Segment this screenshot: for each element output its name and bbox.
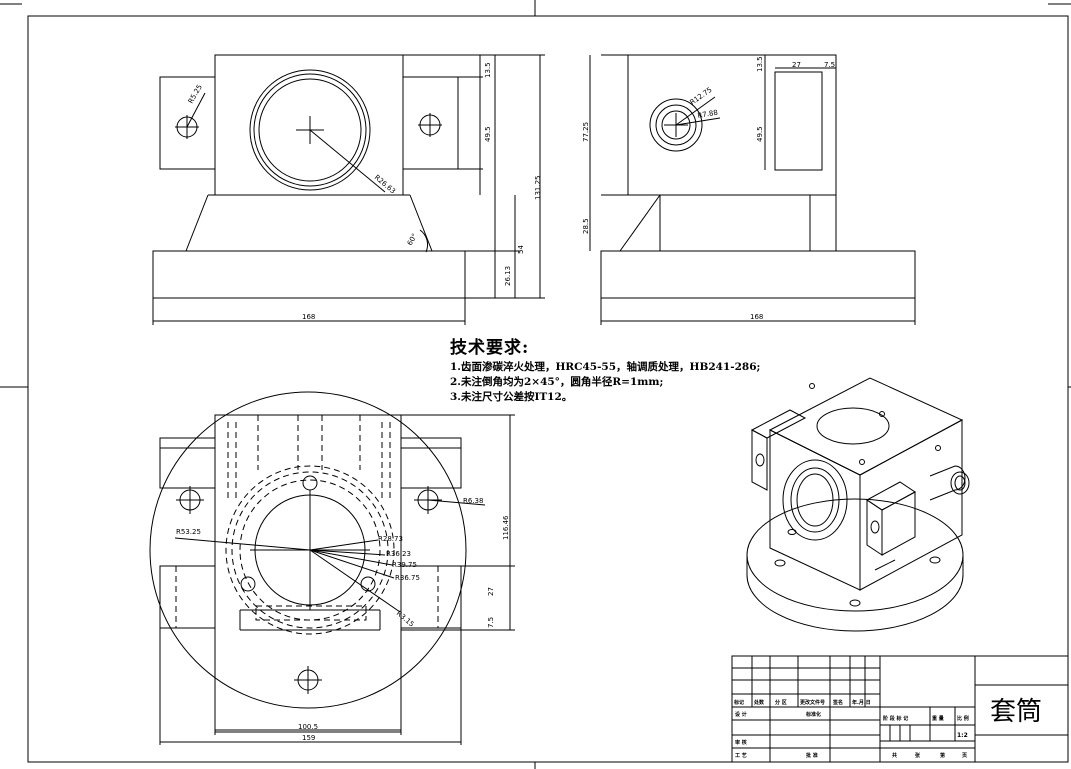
dim-top-r1: R28.73 xyxy=(378,535,403,543)
dim-top-7-5: 7.5 xyxy=(487,617,495,628)
side-view xyxy=(589,54,916,325)
title-block xyxy=(731,655,1069,763)
dim-side-boss-inner: R7.88 xyxy=(697,109,719,120)
tech-req-2: 2.未注倒角均为2×45°，圆角半径R=1mm; xyxy=(450,376,664,388)
tech-req-3: 3.未注尺寸公差按IT12。 xyxy=(450,391,573,403)
dim-side-height: 77.25 xyxy=(582,122,590,142)
dim-top-height: 116.46 xyxy=(502,515,510,540)
dim-top-27: 27 xyxy=(487,587,495,596)
tb-header-sign: 签名 xyxy=(832,699,843,706)
side-view-dims: 168 77.25 13.5 27 7.5 49.5 R12.75 R7.88 … xyxy=(582,56,835,321)
tb-approve: 批 准 xyxy=(806,752,818,759)
isometric-view xyxy=(746,377,970,632)
tb-stage: 阶 段 标 记 xyxy=(883,715,908,722)
tb-header-date: 年.月.日 xyxy=(852,699,871,706)
tb-process: 工 艺 xyxy=(735,752,747,759)
tb-review: 审 核 xyxy=(735,739,747,746)
tb-standard: 标准化 xyxy=(805,711,821,718)
dim-top-r4: R36.75 xyxy=(395,574,420,582)
tb-sheet-page: 页 xyxy=(962,752,967,759)
dim-side-lower-height: 28.5 xyxy=(582,218,590,234)
tb-header-count: 处数 xyxy=(753,699,765,706)
front-view xyxy=(152,54,545,325)
dim-front-angle: 60° xyxy=(406,232,419,247)
dim-top-bolt-hole: R6.38 xyxy=(463,497,483,505)
tb-design: 设 计 xyxy=(735,711,747,718)
front-view-dims: 168 R5.25 R26.63 60° 13.5 49.5 131.25 26… xyxy=(187,62,542,321)
dim-front-width: 168 xyxy=(302,313,315,321)
tb-weight: 重 量 xyxy=(932,715,944,722)
tb-header-doc: 更改文件号 xyxy=(800,699,825,706)
tech-req-title: 技术要求: xyxy=(450,338,530,358)
dim-side-slot-width: 27 xyxy=(792,61,801,69)
tb-sheet-di: 第 xyxy=(940,752,945,759)
dim-side-slot-height: 49.5 xyxy=(756,126,764,142)
dim-top-r2: R36.23 xyxy=(386,550,411,558)
tb-ratio: 比 例 xyxy=(957,715,969,722)
dim-top-r3: R39.75 xyxy=(392,561,417,569)
dim-front-overall-height: 131.25 xyxy=(534,176,542,201)
dim-front-slot-height: 49.5 xyxy=(484,126,492,142)
dim-top-r5: R3.15 xyxy=(395,609,416,628)
top-view-dims: R6.38 R53.25 R28.73 R36.23 R39.75 R36.75… xyxy=(176,497,510,742)
top-view xyxy=(149,391,515,745)
dim-side-boss-outer: R12.75 xyxy=(689,86,714,107)
tb-scale: 1:2 xyxy=(957,732,968,739)
tb-sheet-total: 共 xyxy=(892,752,897,759)
tb-sheet-zhang: 张 xyxy=(915,752,921,759)
dim-front-base-height: 26.13 xyxy=(504,266,512,286)
dim-top-inner-width: 100.5 xyxy=(298,723,318,731)
dim-top-outer-radius: R53.25 xyxy=(176,528,201,536)
dim-side-top-offset: 13.5 xyxy=(756,56,764,72)
dim-front-top-offset: 13.5 xyxy=(484,62,492,78)
dim-top-overall-width: 159 xyxy=(302,734,315,742)
part-name: 套筒 xyxy=(990,697,1042,727)
dim-front-r-hole: R5.25 xyxy=(187,83,204,105)
dim-side-width: 168 xyxy=(750,313,763,321)
dim-front-lower-height: 54 xyxy=(517,245,525,254)
technical-requirements: 技术要求: 1.齿面渗碳淬火处理，HRC45-55，轴调质处理，HB241-28… xyxy=(450,333,760,405)
drawing-frame xyxy=(27,15,1069,763)
tb-header-mark: 标记 xyxy=(733,699,744,706)
title-block-text: 标记 处数 分 区 更改文件号 签名 年.月.日 设 计 标准化 阶 段 标 记… xyxy=(733,699,969,759)
tb-header-zone: 分 区 xyxy=(775,699,787,706)
tech-req-1: 1.齿面渗碳淬火处理，HRC45-55，轴调质处理，HB241-286; xyxy=(450,361,761,373)
dim-side-slot-gap: 7.5 xyxy=(824,61,835,69)
